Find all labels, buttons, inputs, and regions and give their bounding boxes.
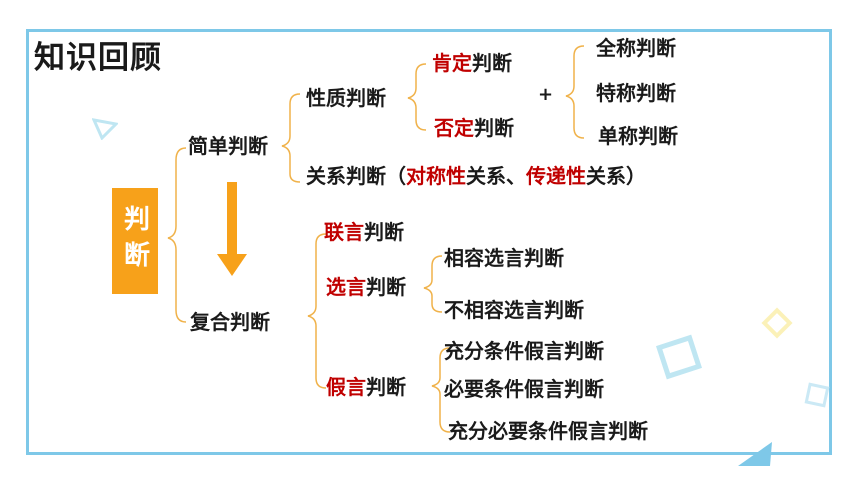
transitive-rest: 关系） [586, 164, 646, 188]
node-sufficient-hypothetical: 充分条件假言判断 [444, 339, 604, 363]
node-sufficient-necessary-hypothetical: 充分必要条件假言判断 [448, 419, 648, 443]
node-incompatible-disjunctive: 不相容选言判断 [444, 298, 584, 322]
transitive-highlight: 传递性 [526, 164, 586, 188]
negative-rest: 判断 [474, 116, 514, 140]
node-compound-judgment: 复合判断 [190, 310, 270, 334]
bracket-root [167, 147, 187, 323]
node-property-judgment: 性质判断 [306, 86, 386, 110]
hypothetical-highlight: 假言 [326, 375, 366, 399]
plus-sign: + [538, 84, 554, 105]
content-frame [26, 29, 832, 455]
decorative-corner-triangle-icon [738, 442, 772, 466]
node-particular-judgment: 特称判断 [596, 81, 676, 105]
hypothetical-rest: 判断 [366, 375, 406, 399]
decorative-square-small-icon [804, 382, 830, 408]
bracket-hypothetical [431, 347, 451, 433]
bracket-compound [307, 233, 327, 389]
bracket-property [407, 63, 427, 131]
node-compatible-disjunctive: 相容选言判断 [444, 246, 564, 270]
node-affirmative-judgment: 肯定判断 [432, 53, 512, 73]
affirmative-rest: 判断 [472, 51, 512, 75]
decorative-diamond-icon [761, 307, 793, 339]
symmetric-rest: 关系、 [466, 164, 526, 188]
node-necessary-hypothetical: 必要条件假言判断 [444, 377, 604, 401]
node-universal-judgment: 全称判断 [596, 36, 676, 60]
bracket-quantifier [565, 45, 585, 139]
node-relation-judgment: 关系判断（对称性关系、传递性关系） [306, 166, 646, 186]
bracket-simple [281, 93, 301, 183]
decorative-triangle-icon [92, 118, 118, 140]
disjunctive-rest: 判断 [366, 275, 406, 299]
node-hypothetical-judgment: 假言判断 [326, 377, 406, 397]
down-arrow-icon [217, 182, 247, 276]
negative-highlight: 否定 [434, 116, 474, 140]
root-node-judgment: 判断 [112, 188, 158, 294]
node-disjunctive-judgment: 选言判断 [326, 277, 406, 297]
conjunctive-highlight: 联言 [324, 220, 364, 244]
bracket-disjunctive [423, 255, 443, 313]
node-singular-judgment: 单称判断 [598, 124, 678, 148]
decorative-square-icon [655, 334, 703, 380]
affirmative-highlight: 肯定 [432, 51, 472, 75]
relation-pre: 关系判断（ [306, 164, 406, 188]
node-conjunctive-judgment: 联言判断 [324, 222, 404, 242]
page-title: 知识回顾 [34, 40, 162, 76]
conjunctive-rest: 判断 [364, 220, 404, 244]
disjunctive-highlight: 选言 [326, 275, 366, 299]
node-negative-judgment: 否定判断 [434, 118, 514, 138]
node-simple-judgment: 简单判断 [188, 134, 268, 158]
symmetric-highlight: 对称性 [406, 164, 466, 188]
